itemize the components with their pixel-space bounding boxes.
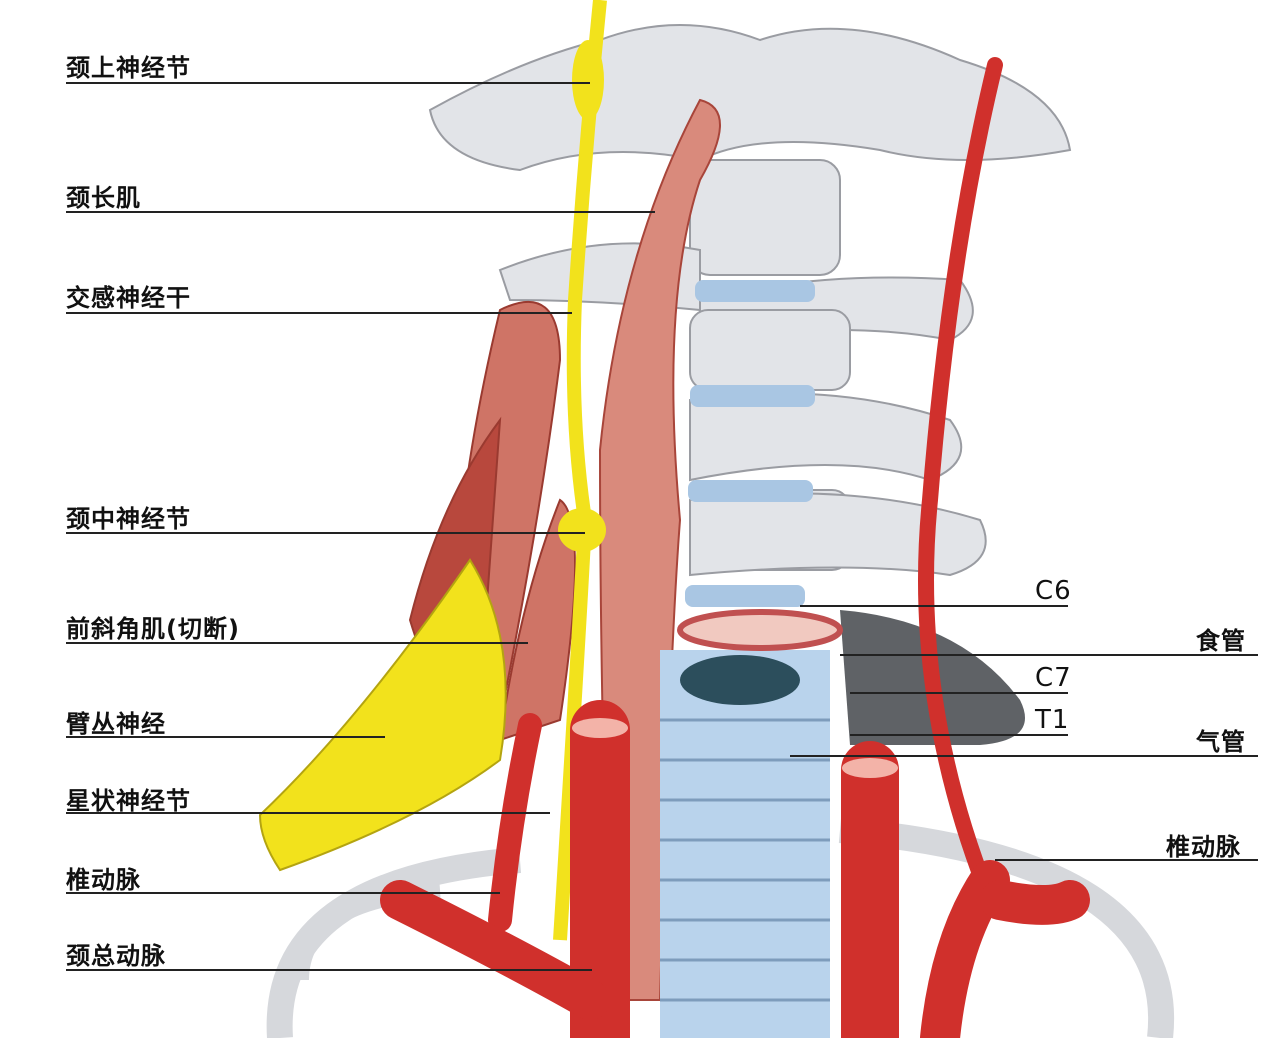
common-carotid-cut: [572, 718, 628, 738]
leader-line: [790, 755, 1258, 757]
brachial-plexus: [258, 558, 507, 872]
middle-cervical-ganglion: [558, 508, 606, 552]
leader-line: [66, 532, 585, 534]
common-carotid-cut-right: [842, 758, 898, 778]
label-middle-cervical-ganglion: 颈中神经节: [66, 505, 191, 533]
label-common-carotid: 颈总动脉: [66, 942, 166, 970]
esophagus: [677, 609, 843, 651]
label-sympathetic-trunk: 交感神经干: [66, 284, 191, 312]
sympathetic-trunk: [553, 0, 607, 941]
leader-line: [66, 969, 592, 971]
trachea: [660, 650, 830, 1038]
intervertebral-discs: [685, 280, 815, 607]
label-vertebral-artery-right: 椎动脉: [1166, 833, 1241, 861]
label-esophagus: 食管: [1196, 627, 1246, 655]
leader-line: [66, 812, 550, 814]
label-c7: C7: [1035, 663, 1072, 693]
leader-line: [995, 859, 1258, 861]
leader-line: [66, 211, 655, 213]
leader-line: [850, 734, 1068, 736]
label-superior-cervical-ganglion: 颈上神经节: [66, 54, 191, 82]
label-t1: T1: [1035, 705, 1070, 735]
arteries: [380, 57, 1090, 1038]
leader-line: [66, 736, 385, 738]
label-anterior-scalene: 前斜角肌(切断): [66, 615, 240, 643]
leader-line: [850, 692, 1068, 694]
superior-cervical-ganglion: [572, 40, 604, 120]
label-stellate-ganglion: 星状神经节: [66, 787, 191, 815]
leader-line: [800, 605, 1068, 607]
label-longus-colli: 颈长肌: [66, 184, 141, 212]
leader-line: [66, 82, 590, 84]
label-trachea: 气管: [1196, 728, 1246, 756]
leader-line: [840, 654, 1258, 656]
leader-line: [66, 312, 572, 314]
label-vertebral-artery-left: 椎动脉: [66, 866, 141, 894]
leader-line: [66, 892, 500, 894]
label-c6: C6: [1035, 576, 1072, 606]
label-brachial-plexus: 臂丛神经: [66, 710, 166, 738]
leader-line: [66, 642, 528, 644]
